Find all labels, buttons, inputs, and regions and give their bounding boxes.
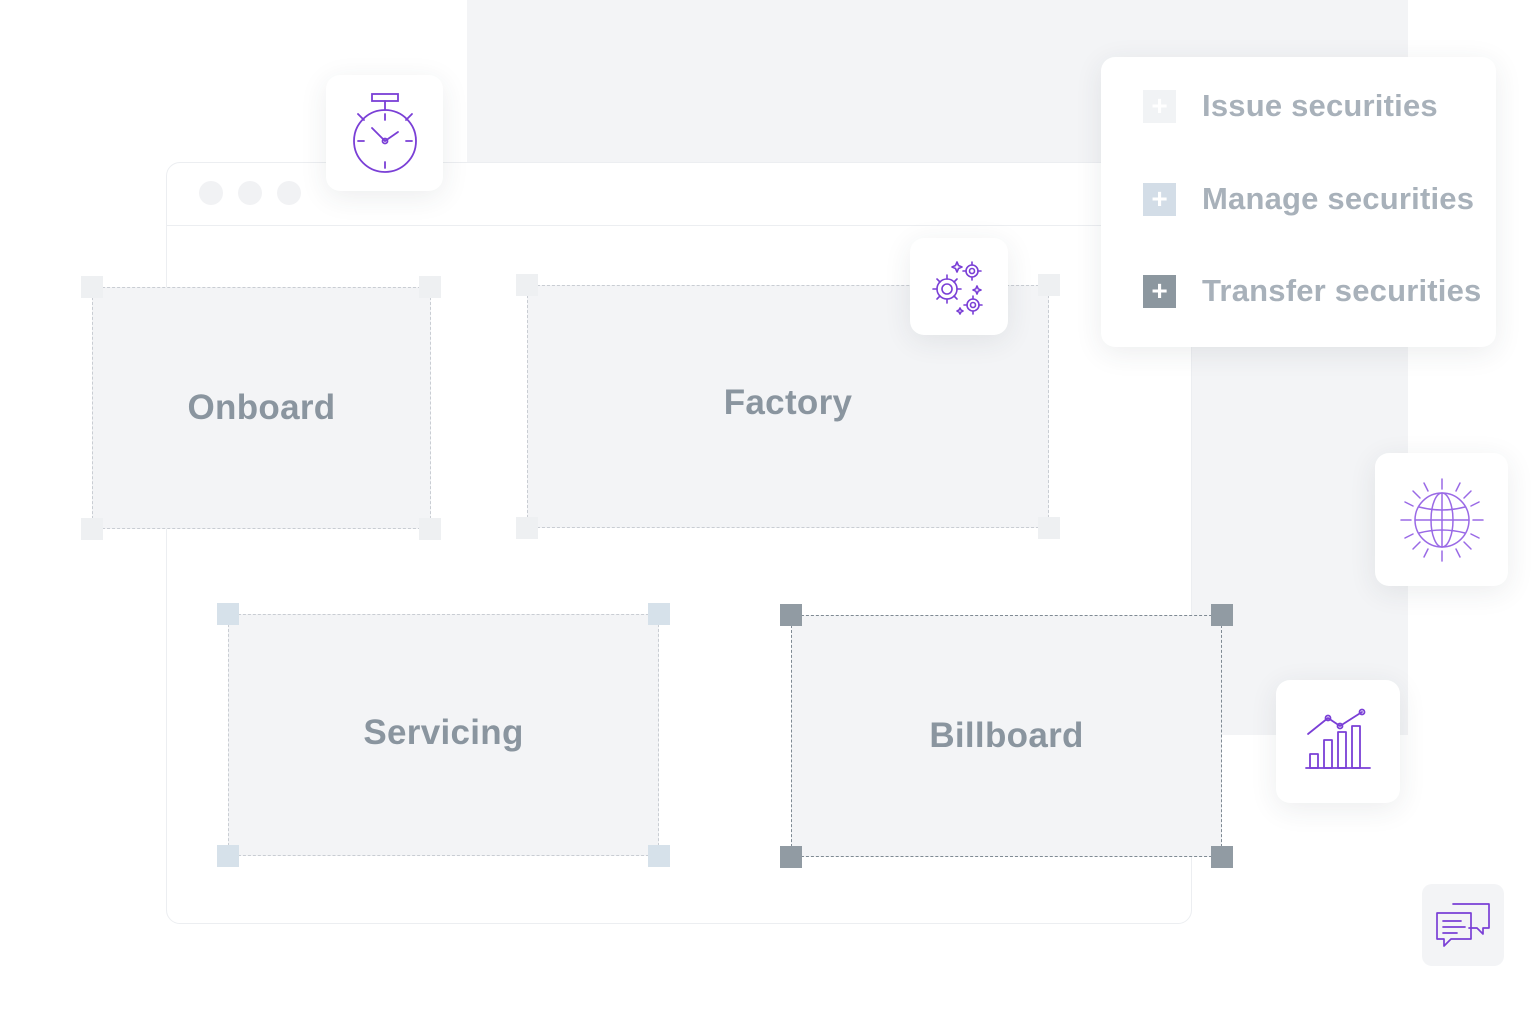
factory-label: Factory bbox=[723, 382, 853, 422]
resize-handle[interactable] bbox=[648, 603, 670, 625]
resize-handle[interactable] bbox=[780, 604, 802, 626]
menu-item-transfer-securities[interactable]: + Transfer securities bbox=[1143, 266, 1482, 316]
onboard-block[interactable]: Onboard bbox=[92, 287, 431, 529]
onboard-label: Onboard bbox=[187, 388, 336, 427]
resize-handle[interactable] bbox=[419, 518, 441, 540]
window-title-bar bbox=[167, 163, 1191, 226]
resize-handle[interactable] bbox=[1211, 604, 1233, 626]
window-dot[interactable] bbox=[277, 181, 301, 205]
resize-handle[interactable] bbox=[419, 276, 441, 298]
chart-card[interactable] bbox=[1276, 680, 1400, 803]
resize-handle[interactable] bbox=[217, 603, 239, 625]
billboard-label: Billboard bbox=[929, 716, 1084, 755]
window-dot[interactable] bbox=[199, 181, 223, 205]
resize-handle[interactable] bbox=[217, 845, 239, 867]
resize-handle[interactable] bbox=[81, 518, 103, 540]
plus-icon: + bbox=[1143, 182, 1176, 216]
chat-bubbles-icon bbox=[1436, 903, 1490, 947]
globe-icon bbox=[1400, 478, 1484, 562]
resize-handle[interactable] bbox=[1038, 274, 1060, 296]
gears-icon bbox=[932, 261, 983, 315]
resize-handle[interactable] bbox=[516, 274, 538, 296]
resize-handle[interactable] bbox=[1211, 846, 1233, 868]
securities-menu: + Issue securities + Manage securities +… bbox=[1101, 57, 1496, 347]
bar-chart-icon bbox=[1305, 708, 1371, 769]
chat-button[interactable] bbox=[1422, 884, 1504, 966]
window-dot[interactable] bbox=[238, 181, 262, 205]
servicing-label: Servicing bbox=[363, 713, 524, 752]
menu-item-label: Transfer securities bbox=[1202, 273, 1482, 308]
resize-handle[interactable] bbox=[780, 846, 802, 868]
menu-item-label: Manage securities bbox=[1202, 181, 1475, 216]
resize-handle[interactable] bbox=[81, 276, 103, 298]
menu-item-manage-securities[interactable]: + Manage securities bbox=[1143, 174, 1474, 224]
menu-item-label: Issue securities bbox=[1202, 88, 1438, 123]
resize-handle[interactable] bbox=[1038, 517, 1060, 539]
globe-card[interactable] bbox=[1375, 453, 1508, 586]
stopwatch-icon bbox=[353, 93, 417, 173]
billboard-block[interactable]: Billboard bbox=[791, 615, 1222, 857]
gears-card[interactable] bbox=[910, 238, 1008, 335]
plus-icon: + bbox=[1143, 89, 1176, 123]
menu-item-issue-securities[interactable]: + Issue securities bbox=[1143, 81, 1438, 131]
servicing-block[interactable]: Servicing bbox=[228, 614, 659, 856]
resize-handle[interactable] bbox=[648, 845, 670, 867]
resize-handle[interactable] bbox=[516, 517, 538, 539]
plus-icon: + bbox=[1143, 274, 1176, 308]
stopwatch-card[interactable] bbox=[326, 75, 443, 191]
